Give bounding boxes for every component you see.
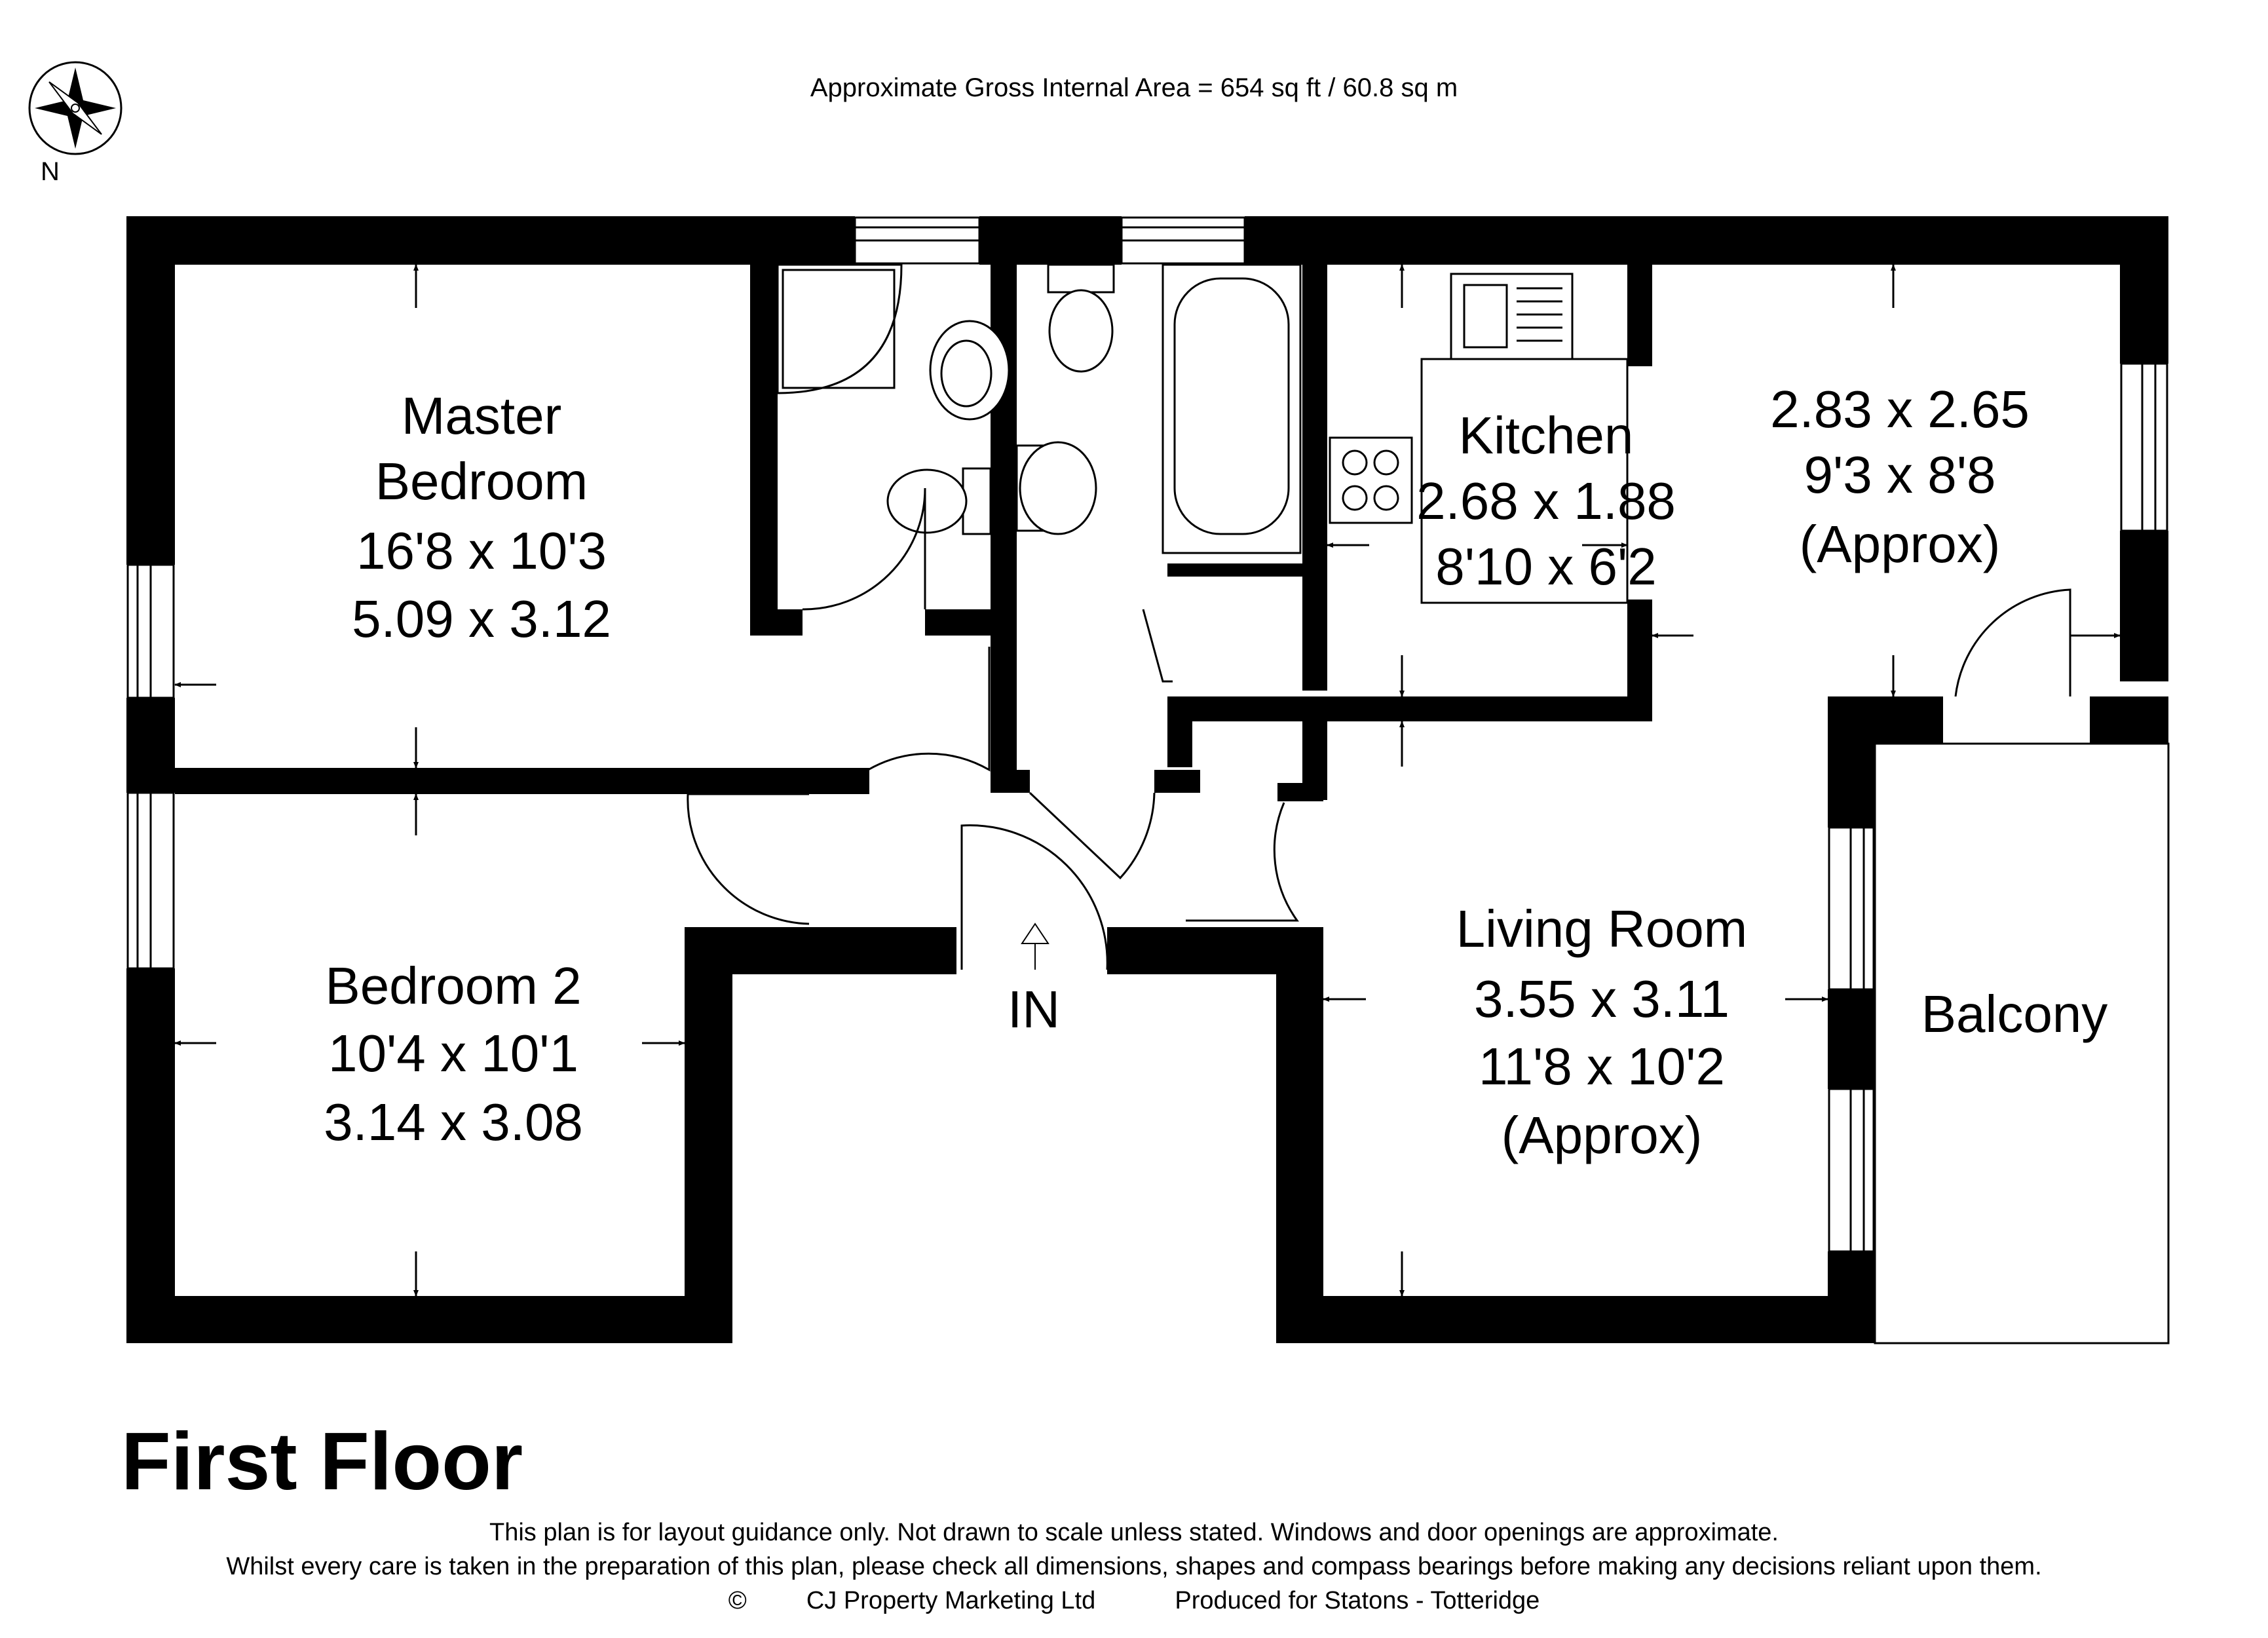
produced-for: Produced for Statons - Totteridge: [1175, 1587, 1540, 1614]
room-labels: Master Bedroom 16'8 x 10'3 5.09 x 3.12 K…: [324, 380, 2107, 1164]
bedroom2-name: Bedroom 2: [325, 957, 581, 1015]
master-bedroom-dim-metric: 5.09 x 3.12: [352, 590, 611, 648]
dining-note: (Approx): [1800, 515, 2001, 573]
master-bedroom-name-line2: Bedroom: [375, 452, 588, 510]
entrance-arrow-icon: [1021, 923, 1049, 970]
doors: [687, 487, 2071, 970]
living-room-dim-imperial: 11'8 x 10'2: [1479, 1037, 1725, 1095]
balcony-name: Balcony: [1921, 985, 2108, 1043]
gross-area-text: Approximate Gross Internal Area = 654 sq…: [810, 73, 1458, 102]
master-bedroom-dim-imperial: 16'8 x 10'3: [356, 522, 607, 580]
bedroom2-dim-imperial: 10'4 x 10'1: [328, 1024, 578, 1082]
north-label: N: [41, 157, 60, 186]
basin-icon: [1019, 441, 1097, 535]
disclaimer-line2: Whilst every care is taken in the prepar…: [226, 1553, 2042, 1580]
floor-title: First Floor: [121, 1417, 523, 1507]
hob-icon: [1329, 436, 1413, 524]
walls: [126, 216, 2168, 1343]
toilet-icon: [1048, 289, 1114, 373]
windows: [126, 216, 2168, 1253]
disclaimer-line1: This plan is for layout guidance only. N…: [489, 1519, 1779, 1546]
cupboard-door: [1142, 609, 1173, 683]
compass-rose-icon: [28, 61, 123, 155]
credits-line: © CJ Property Marketing Ltd Produced for…: [0, 1587, 2268, 1615]
dining-dim-imperial: 9'3 x 8'8: [1804, 446, 1996, 504]
dimension-arrows: [174, 264, 2121, 1297]
kitchen-counter: [1420, 358, 1629, 604]
master-bedroom-name-line1: Master: [402, 387, 562, 445]
shower-tray-icon: [776, 263, 903, 394]
living-room-name: Living Room: [1456, 900, 1748, 958]
kitchen-dim-metric: 2.68 x 1.88: [1416, 472, 1676, 530]
kitchen-name: Kitchen: [1459, 406, 1634, 465]
entrance-label: IN: [1008, 980, 1060, 1038]
fixtures: [776, 263, 1629, 683]
toilet-icon: [962, 467, 992, 535]
balcony-outline: [1874, 742, 2170, 1344]
living-room-dim-metric: 3.55 x 3.11: [1474, 970, 1729, 1028]
dining-dim-metric: 2.83 x 2.65: [1770, 380, 2030, 438]
copyright-symbol: ©: [728, 1587, 747, 1614]
company-name: CJ Property Marketing Ltd: [806, 1587, 1096, 1614]
bedroom2-dim-metric: 3.14 x 3.08: [324, 1093, 583, 1151]
living-room-note: (Approx): [1502, 1106, 1703, 1164]
kitchen-dim-imperial: 8'10 x 6'2: [1435, 537, 1656, 596]
